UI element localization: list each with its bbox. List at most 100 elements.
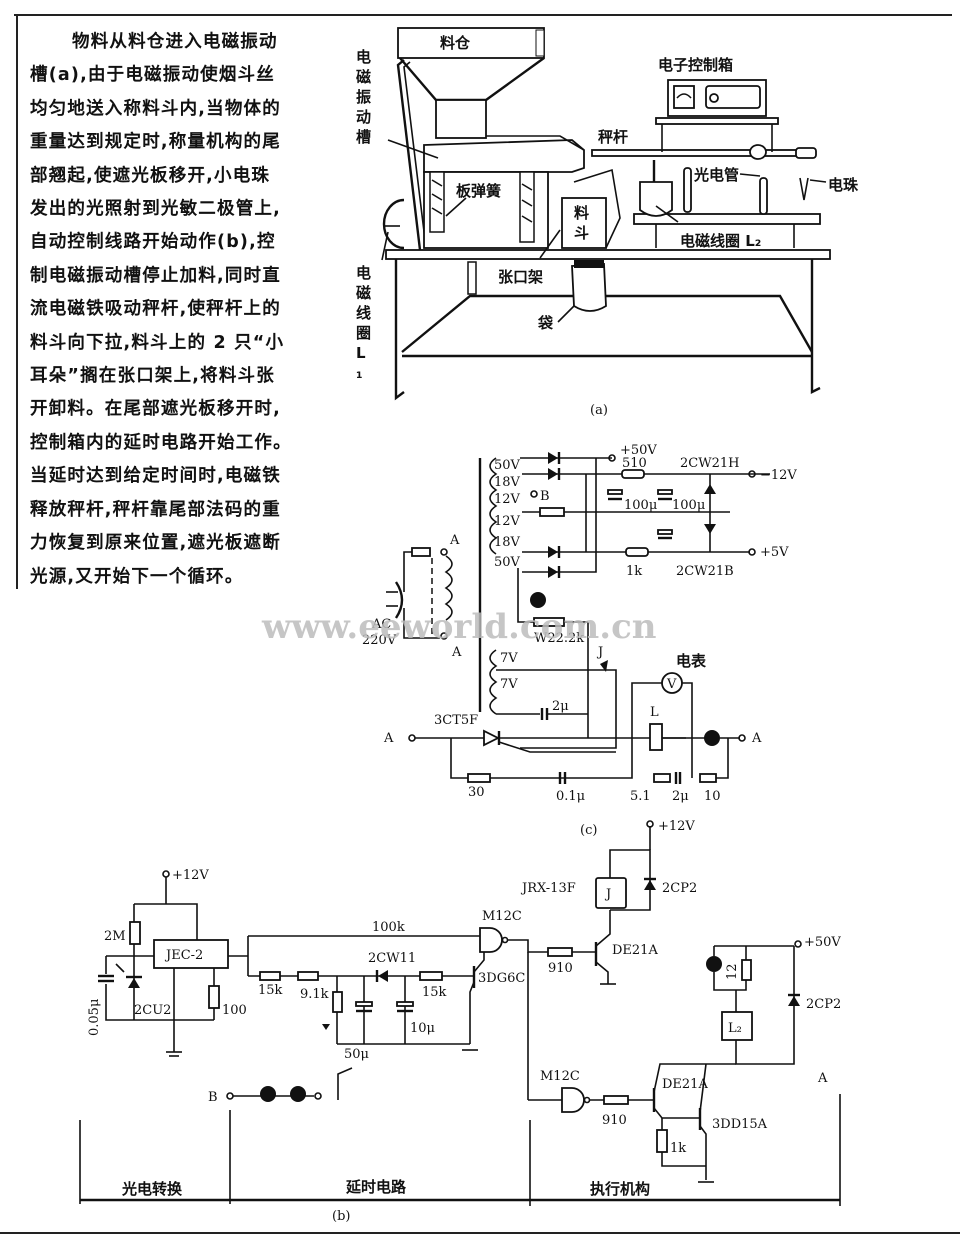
terminal-a-label: A xyxy=(451,645,462,660)
terminal-b-label: B xyxy=(208,1090,218,1105)
label-load: L xyxy=(650,705,659,720)
terminal-plus12-icon xyxy=(646,820,654,828)
diode-icon xyxy=(548,566,558,578)
label-hopper: 料仓 xyxy=(440,34,471,52)
wire xyxy=(450,738,633,779)
description-line: 控制箱内的延时电路开始工作。 xyxy=(30,432,292,453)
label-ic: JEC-2 xyxy=(164,948,203,963)
label-c100a: 100μ xyxy=(624,498,657,513)
lamp-icon xyxy=(260,1086,276,1102)
control-box-meter xyxy=(673,85,695,109)
top-border xyxy=(14,14,952,16)
wire xyxy=(699,1125,707,1180)
coil-l2-icon xyxy=(721,1011,753,1041)
gate-bubble xyxy=(501,936,509,944)
label-ac-voltage: 220V xyxy=(362,633,397,648)
resistor-icon xyxy=(741,959,752,981)
control-box-shelf xyxy=(655,117,779,125)
transformer-primary xyxy=(444,555,453,621)
table-shelf xyxy=(401,294,814,353)
description-line: 自动控制线路开始动作(b),控 xyxy=(30,232,276,253)
section-label-actuator: 执行机构 xyxy=(590,1180,650,1198)
leader-spring xyxy=(445,197,467,217)
wire xyxy=(498,741,616,753)
bag-neck xyxy=(574,260,604,268)
tap-label: 18V xyxy=(494,475,521,490)
wire xyxy=(469,981,475,1044)
label-r1k: 1k xyxy=(670,1141,686,1156)
label-relay-contact: J xyxy=(596,645,603,660)
photodiode-icon xyxy=(128,978,140,988)
label-pot: W22.2k xyxy=(534,631,584,646)
potentiometer-icon xyxy=(533,617,565,627)
resistor-icon xyxy=(603,1095,629,1105)
label-scr: 3CT5F xyxy=(434,713,478,728)
description-line: 料斗向下拉,料斗上的 2 只“小 xyxy=(30,332,285,353)
zener-icon xyxy=(704,524,716,534)
vertical-label-char: ₁ xyxy=(356,364,363,382)
vertical-label-char: L xyxy=(356,344,366,362)
description-line: 制电磁振动槽停止加料,同时直 xyxy=(30,265,281,286)
control-box-panel xyxy=(705,85,761,109)
label-gate1: M12C xyxy=(482,909,522,924)
vertical-label-char: 料 xyxy=(574,204,589,222)
label-c01: 0.1μ xyxy=(556,789,585,804)
relay-j-icon xyxy=(595,877,627,909)
terminal-plus5-icon xyxy=(748,548,756,556)
figure-b-circuit: +12V 2M 0.05μ 2CU2 JEC-2 100 100k 15k 9.… xyxy=(79,819,841,1224)
description-line: 释放秤杆,秤杆靠尾部法码的重 xyxy=(30,499,281,520)
label-r91k: 9.1k xyxy=(300,987,329,1002)
transformer-secondary: 50V 18V 12V 12V 18V 50V xyxy=(489,457,521,570)
resistor-icon xyxy=(467,773,491,783)
description-line: 发出的光照射到光敏二极管上, xyxy=(30,199,281,220)
watermark: www.eeworld.com.cn xyxy=(261,607,657,647)
label-meter: 电表 xyxy=(676,652,707,670)
spring-right xyxy=(519,171,535,243)
vertical-label-char: 磁 xyxy=(356,284,371,302)
resistor-icon xyxy=(547,947,573,957)
terminal-plus12-icon xyxy=(162,870,170,878)
shelf-post xyxy=(467,261,477,295)
label-cap-2u: 2μ xyxy=(552,699,569,714)
leader-phototube xyxy=(739,173,761,177)
spring-hatch xyxy=(431,179,443,187)
wire xyxy=(105,984,214,1021)
hopper-neck xyxy=(435,99,487,139)
description-line: 当延时达到给定时间时,电磁铁 xyxy=(30,466,281,487)
label-c50u: 50μ xyxy=(344,1047,369,1062)
left-border xyxy=(16,14,18,589)
gate-bubble xyxy=(583,1096,591,1104)
diode-icon xyxy=(548,452,558,464)
beam-pivot xyxy=(749,144,767,160)
label-vibrating-trough: 电磁振动槽 xyxy=(356,48,371,146)
leader-trough xyxy=(387,139,439,159)
capacitor-icon xyxy=(657,489,673,495)
table-top xyxy=(385,249,831,260)
vertical-label-trough: 电磁振动槽 xyxy=(356,48,371,146)
label-opening-frame: 张口架 xyxy=(498,268,543,286)
vertical-label-char: 斗 xyxy=(574,224,589,242)
terminal-b-label: B xyxy=(540,489,550,504)
capacitor-icon xyxy=(396,1001,414,1007)
label-r12: 12 xyxy=(725,963,740,980)
ic-jec2 xyxy=(153,939,229,969)
wire xyxy=(403,551,412,592)
label-r51: 5.1 xyxy=(630,789,651,804)
label-r100k: 100k xyxy=(372,920,405,935)
label-coil-l2: 电磁线圈 L₂ xyxy=(680,232,761,250)
wire xyxy=(595,910,611,947)
spring-hatch xyxy=(431,193,443,201)
label-ac: AC xyxy=(371,617,391,632)
label-r1k: 1k xyxy=(626,564,642,579)
caption-c: (c) xyxy=(580,823,597,838)
resistor-icon xyxy=(653,773,671,783)
label-weighing-hopper-top: 料斗 xyxy=(574,204,589,242)
nand-gate-icon xyxy=(479,927,503,953)
terminal-a-label: A xyxy=(817,1071,828,1086)
label-t2: DE21A xyxy=(612,943,658,958)
secondary-7v-winding xyxy=(489,649,498,715)
resistor-icon xyxy=(625,547,649,557)
lamp-icon xyxy=(290,1086,306,1102)
label-phototube: 光电管 xyxy=(693,166,739,184)
